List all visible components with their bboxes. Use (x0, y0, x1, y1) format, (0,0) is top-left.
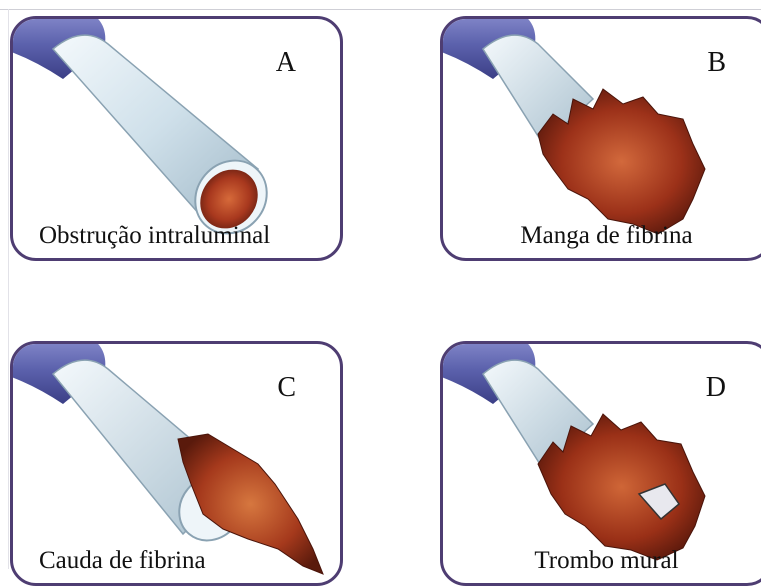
panel-d-mural-thrombus: D Trombo mural (440, 341, 761, 586)
panel-caption: Obstrução intraluminal (13, 222, 340, 250)
panel-letter: B (707, 47, 726, 79)
panel-letter: C (277, 372, 296, 404)
panel-caption: Manga de fibrina (443, 222, 761, 250)
panel-caption: Trombo mural (443, 547, 761, 575)
panel-b-fibrin-sleeve: B Manga de fibrina (440, 16, 761, 261)
top-divider-line (0, 9, 761, 10)
panel-caption: Cauda de fibrina (13, 547, 340, 575)
panel-letter: D (706, 372, 726, 404)
left-divider-line (8, 9, 9, 569)
panel-letter: A (276, 47, 296, 79)
panel-c-fibrin-tail: C Cauda de fibrina (10, 341, 343, 586)
panel-a-intraluminal-obstruction: A Obstrução intraluminal (10, 16, 343, 261)
